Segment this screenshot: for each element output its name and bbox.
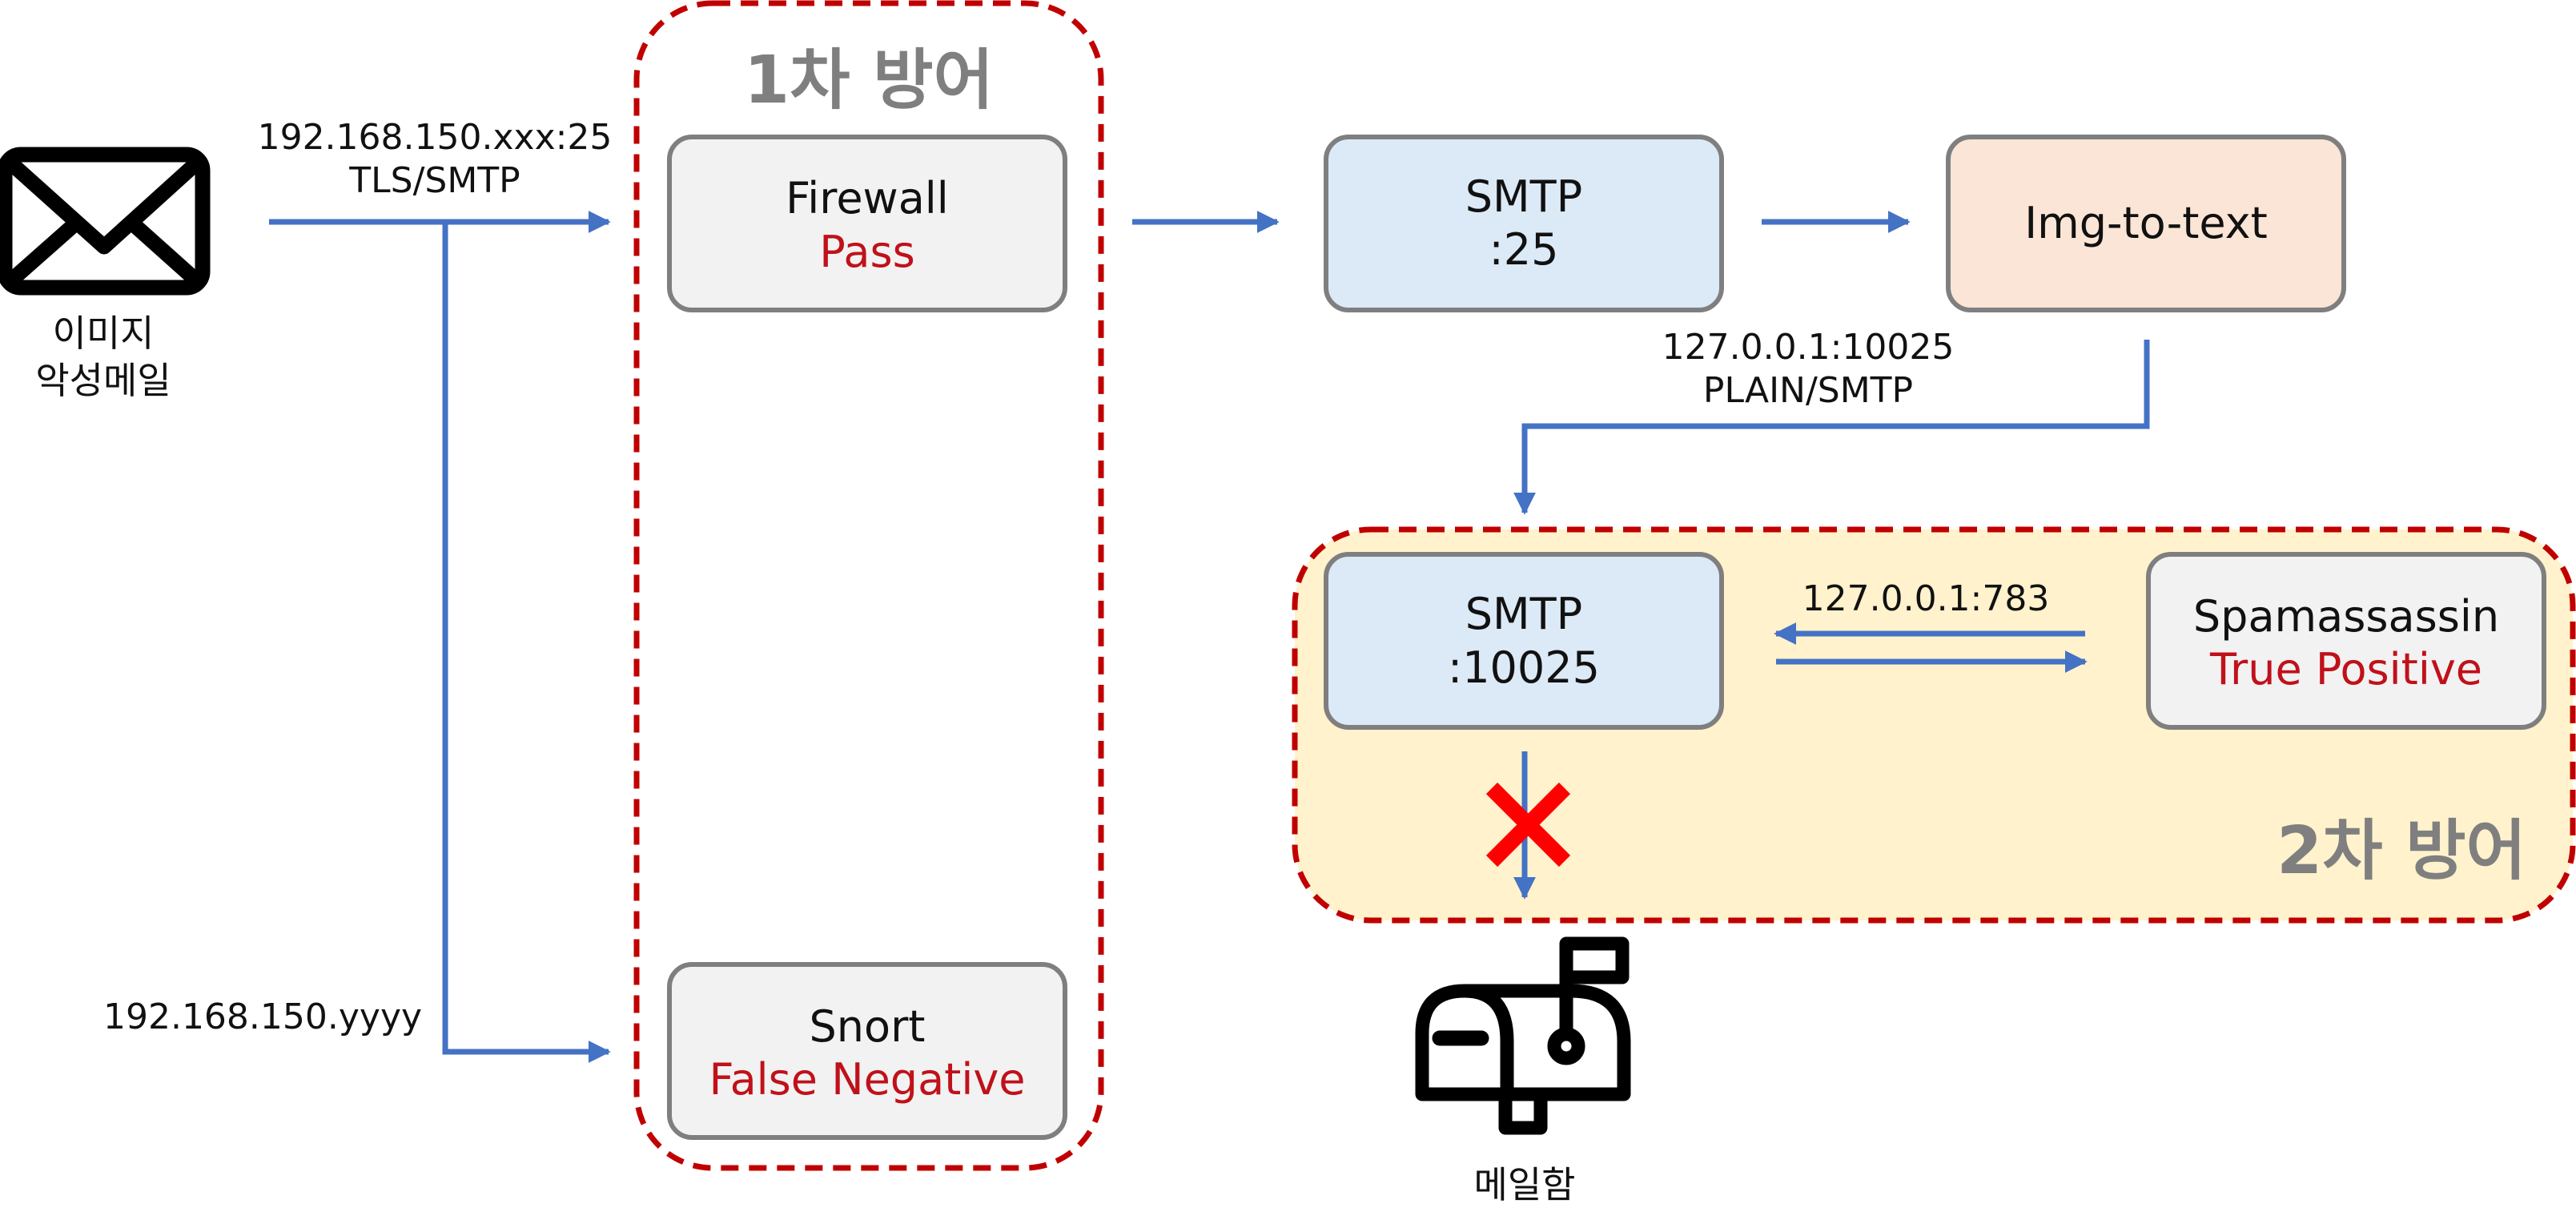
arrow-img-to-text-to-smtp10025 bbox=[1513, 340, 2150, 515]
smtp-10025-title: SMTP bbox=[1465, 589, 1582, 639]
sender-caption-line1: 이미지 bbox=[53, 312, 155, 355]
edge-label-to-snort: 192.168.150.yyyy bbox=[103, 996, 422, 1037]
firewall-title: Firewall bbox=[786, 173, 949, 223]
mailbox-icon bbox=[1415, 936, 1631, 1135]
block-x-icon bbox=[1485, 782, 1571, 868]
snort-title: Snort bbox=[810, 1001, 926, 1052]
img-to-text-node: Img-to-text bbox=[1946, 135, 2346, 312]
spamassassin-box bbox=[2146, 552, 2546, 730]
snort-verdict: False Negative bbox=[709, 1054, 1025, 1105]
spamassassin-node: Spamassassin True Positive bbox=[2146, 552, 2546, 730]
first-defense-title: 1차 방어 bbox=[744, 42, 994, 119]
snort-node: Snort False Negative bbox=[667, 962, 1067, 1140]
sender: 이미지 악성메일 bbox=[0, 147, 211, 402]
second-defense-title: 2차 방어 bbox=[2277, 813, 2526, 889]
firewall-box bbox=[667, 135, 1067, 312]
snort-box bbox=[667, 962, 1067, 1140]
smtp-25-title: SMTP bbox=[1465, 171, 1582, 222]
smtp-25-node: SMTP :25 bbox=[1324, 135, 1724, 312]
smtp-25-box bbox=[1324, 135, 1724, 312]
envelope-icon bbox=[0, 147, 211, 296]
edge-label-to-firewall-line1: 192.168.150.xxx:25 bbox=[258, 117, 613, 158]
edge-label-to-firewall-line2: TLS/SMTP bbox=[348, 160, 520, 201]
img-to-text-box bbox=[1946, 135, 2346, 312]
firewall-node: Firewall Pass bbox=[667, 135, 1067, 312]
mailbox-caption: 메일함 bbox=[1474, 1163, 1576, 1206]
sender-caption-line2: 악성메일 bbox=[35, 359, 171, 402]
smtp-10025-node: SMTP :10025 bbox=[1324, 552, 1724, 730]
edge-label-spamassassin-link: 127.0.0.1:783 bbox=[1802, 578, 2050, 619]
edge-label-to-smtp10025-line2: PLAIN/SMTP bbox=[1703, 370, 1913, 411]
edge-label-to-smtp10025-line1: 127.0.0.1:10025 bbox=[1662, 327, 1955, 368]
img-to-text-title: Img-to-text bbox=[2024, 198, 2268, 248]
connectors bbox=[269, 211, 2150, 1063]
smtp-10025-port: :10025 bbox=[1448, 642, 1600, 693]
spamassassin-title: Spamassassin bbox=[2193, 591, 2499, 642]
first-defense-zone-border bbox=[633, 0, 1104, 1171]
arrow-sender-to-snort bbox=[442, 222, 611, 1063]
firewall-verdict: Pass bbox=[819, 227, 915, 277]
first-defense-zone: 1차 방어 bbox=[633, 0, 1104, 1171]
smtp-25-port: :25 bbox=[1489, 224, 1559, 275]
smtp-10025-box bbox=[1324, 552, 1724, 730]
spamassassin-verdict: True Positive bbox=[2209, 644, 2482, 695]
